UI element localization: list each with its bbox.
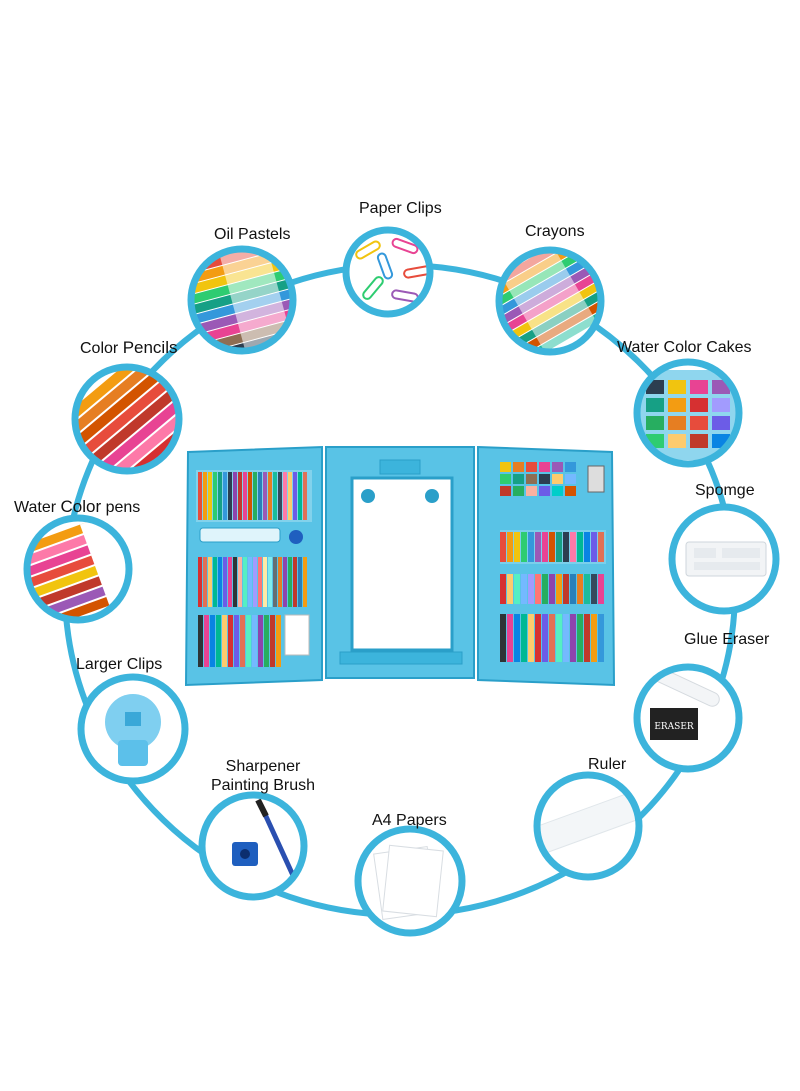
sharpener-brush-circle: [198, 791, 308, 901]
oil-pastels-circle: [179, 237, 305, 363]
glue-eraser-circle: ERASER: [633, 663, 743, 773]
label-glue-eraser: Glue Eraser: [684, 631, 770, 648]
label-ruler: Ruler: [588, 756, 627, 773]
art-case: [184, 445, 616, 687]
label-color-pencils-a: Color: [80, 340, 123, 357]
label-water-color-pens-b: Color: [60, 497, 102, 516]
eraser-brand-text: ERASER: [654, 722, 694, 732]
left-bottom-markers: [198, 614, 310, 667]
label-color-pencils: Color Pencils: [80, 338, 178, 358]
label-a4-papers: A4 Papers: [372, 812, 447, 829]
a4-papers-circle: [354, 825, 466, 937]
label-crayons: Crayons: [525, 223, 585, 240]
label-sharpener: Sharpener: [225, 758, 301, 775]
water-color-cakes-circle: [633, 358, 743, 468]
label-spomge: Spomge: [695, 482, 755, 499]
crayons-circle: [480, 231, 620, 368]
label-oil-pastels: Oil Pastels: [214, 226, 291, 243]
label-paper-clips: Paper Clips: [359, 200, 442, 217]
right-watercolor-cakes: [500, 462, 605, 496]
larger-clips-circle: [77, 673, 189, 785]
label-water-color-cakes: Water Color Cakes: [617, 339, 752, 356]
label-water-color-pens: Water Color pens: [14, 497, 140, 517]
label-water-color-pens-c: pens: [101, 499, 141, 516]
right-crayon-rows: [500, 530, 606, 662]
ruler-circle: [533, 771, 643, 881]
label-larger-clips: Larger Clips: [76, 656, 163, 673]
left-mid-pencils: [198, 557, 307, 607]
label-sharpener-brush: Sharpener Painting Brush: [205, 757, 321, 795]
label-color-pencils-b: Pencils: [122, 338, 178, 357]
left-top-markers: [198, 472, 307, 520]
label-water-color-pens-a: Water: [14, 499, 61, 516]
spomge-circle: [668, 503, 780, 615]
label-painting-brush: Painting Brush: [210, 777, 316, 794]
paper-clips-circle: [342, 226, 434, 318]
water-color-pens-circle: [12, 510, 144, 632]
